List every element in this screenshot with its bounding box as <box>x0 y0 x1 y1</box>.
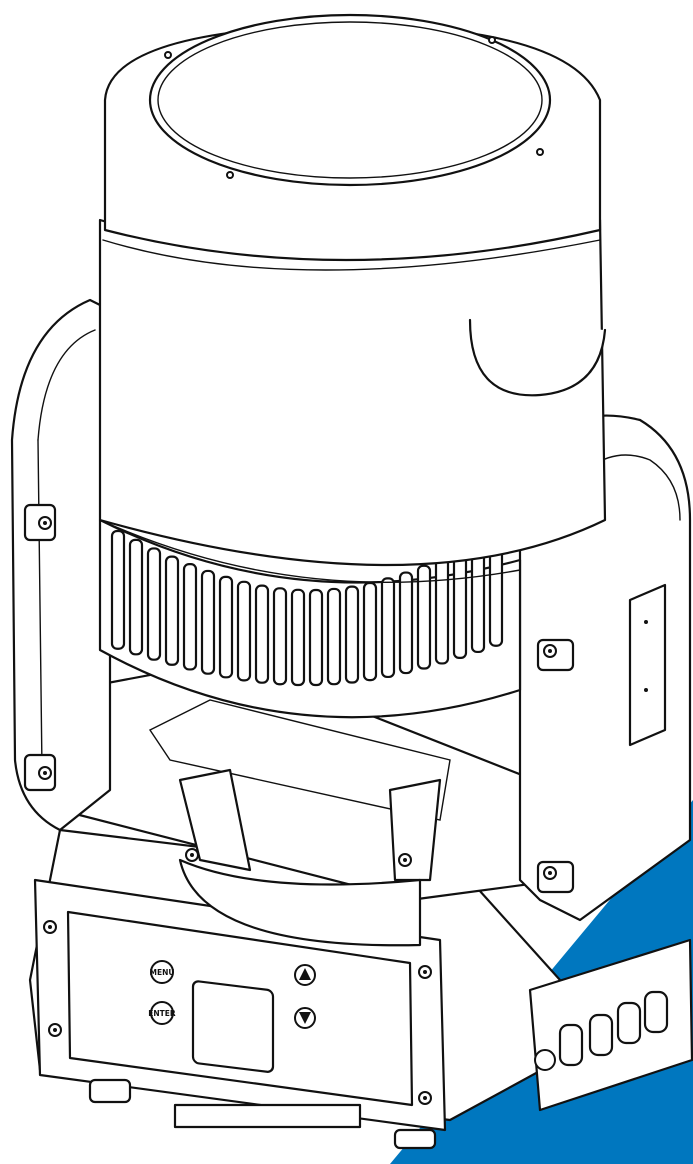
yoke-bridge <box>58 658 562 947</box>
heatsink-fin <box>182 563 198 671</box>
heatsink-fin <box>128 538 144 656</box>
up-arrow-button[interactable] <box>294 964 316 986</box>
heatsink-fin <box>308 588 324 687</box>
heatsink-fin <box>452 548 468 659</box>
heatsink-fin <box>110 529 126 650</box>
left-yoke-arm <box>10 298 112 832</box>
enter-button[interactable]: ENTER <box>148 1001 176 1025</box>
heatsink-fin <box>362 581 378 682</box>
menu-button[interactable]: MENU <box>150 960 175 984</box>
heatsink-fin <box>146 547 162 661</box>
heatsink-fin <box>254 584 270 684</box>
enter-label: ENTER <box>148 1009 176 1018</box>
heatsink-fin <box>290 588 306 687</box>
lcd-display <box>191 980 275 1073</box>
heatsink-fin <box>398 571 414 675</box>
heatsink-fin <box>326 587 342 686</box>
heatsink-fin <box>164 555 180 666</box>
down-arrow-button[interactable] <box>294 1007 316 1029</box>
base-unit <box>28 828 562 1150</box>
down-arrow-icon <box>299 1012 311 1024</box>
front-lens <box>148 13 552 187</box>
rear-handle <box>528 938 693 1112</box>
right-yoke-arm <box>518 414 692 922</box>
heatsink-fin <box>380 577 396 679</box>
heatsink-fin <box>236 580 252 682</box>
heatsink-fin <box>272 587 288 686</box>
menu-label: MENU <box>150 968 175 977</box>
head-top-cylinder <box>103 13 602 262</box>
heatsink-fin <box>200 569 216 675</box>
head-body <box>98 218 607 583</box>
heatsink-fin <box>218 575 234 679</box>
head-heatsink <box>98 518 522 719</box>
heatsink-fin <box>344 585 360 684</box>
heatsink-fin <box>434 557 450 665</box>
up-arrow-icon <box>299 968 311 980</box>
heatsink-fin <box>416 564 432 670</box>
base-screws <box>43 920 432 1105</box>
